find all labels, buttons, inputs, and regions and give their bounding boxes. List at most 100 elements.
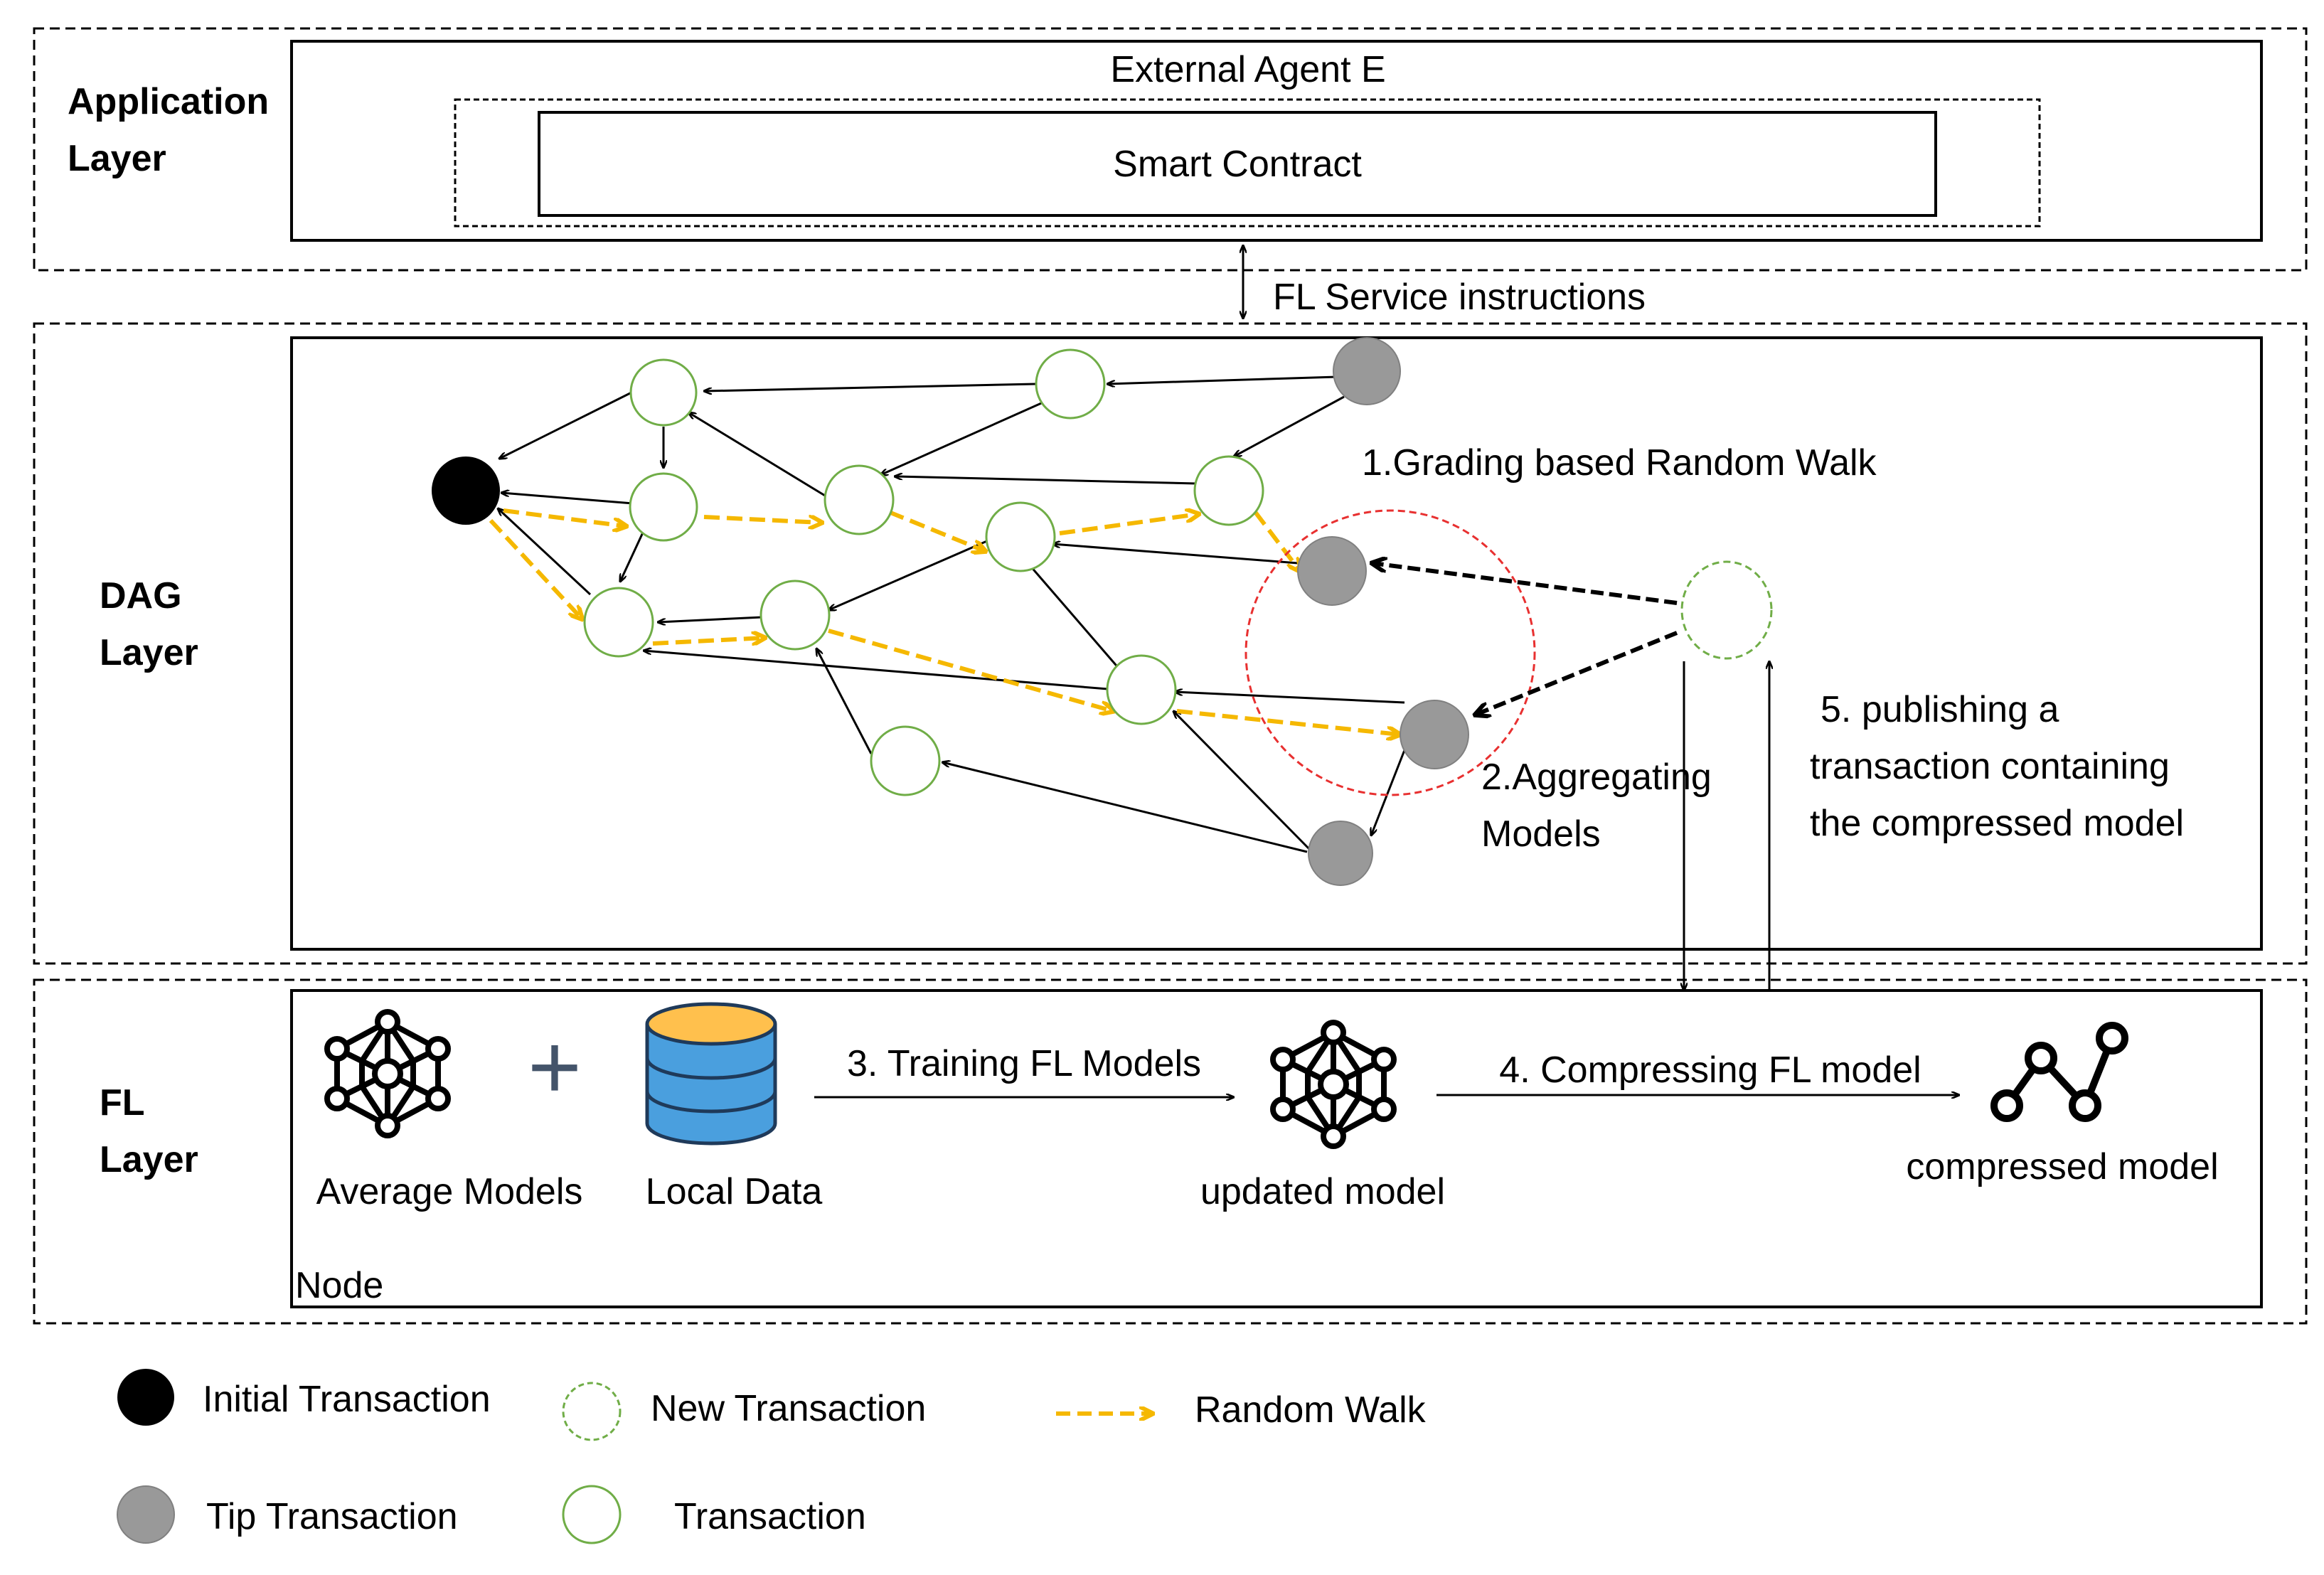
step3-label: 3. Training FL Models (847, 1043, 1201, 1084)
random-walk-arrow (489, 518, 582, 619)
transaction-node (583, 587, 654, 658)
fl-node-box (290, 989, 2263, 1308)
application-layer-label-line1: Application (68, 81, 269, 122)
smart-contract-label: Smart Contract (1113, 144, 1362, 185)
transaction-node (823, 464, 895, 535)
updated-model-label: updated model (1200, 1171, 1445, 1212)
database-icon (645, 1002, 777, 1146)
dag-edge (501, 493, 634, 505)
fl-service-label: FL Service instructions (1273, 277, 1646, 318)
fl-layer-label-line2: Layer (100, 1139, 198, 1180)
dag-edge (1371, 749, 1406, 835)
tip-transaction-node (1400, 700, 1469, 769)
legend-new-icon (562, 1382, 622, 1441)
plus-sign: + (528, 1015, 582, 1118)
dag-edge (895, 476, 1197, 485)
tip-transaction-node (1297, 536, 1367, 606)
random-walk-path (489, 508, 1400, 735)
legend-tip-icon (117, 1485, 175, 1544)
transaction-node (629, 358, 698, 427)
grading-zone-circle (1244, 509, 1536, 796)
transaction-node (985, 501, 1056, 572)
dag-layer: DAG Layer (33, 322, 2308, 965)
local-data-label: Local Data (646, 1171, 823, 1212)
new-transaction-node (1680, 560, 1773, 660)
legend-transaction-label: Transaction (674, 1496, 866, 1537)
dag-edge (704, 383, 1036, 391)
fl-layer-label-line1: FL (100, 1082, 145, 1123)
transaction-node (870, 725, 941, 796)
dag-box (290, 336, 2263, 951)
compressed-model-label: compressed model (1906, 1146, 2218, 1187)
random-walk-arrow (1253, 511, 1300, 571)
random-walk-arrow (1176, 709, 1400, 735)
transaction-node (629, 472, 698, 542)
random-walk-arrow (888, 510, 985, 551)
dag-layer-border (33, 322, 2308, 965)
dag-edge (828, 539, 989, 610)
step5-label-line2: transaction containing (1810, 746, 2170, 787)
random-walk-arrow (503, 508, 626, 526)
smart-contract-outer-dashed (454, 98, 2041, 228)
tip-transaction-node (1308, 821, 1373, 886)
external-agent-box (290, 40, 2263, 242)
tip-selection-arrow (1372, 563, 1678, 605)
dag-edge (816, 648, 873, 754)
random-walk-arrow (703, 515, 821, 523)
tip-transaction-node (1333, 337, 1401, 405)
legend: Initial Transaction New Transaction Rand… (117, 1369, 1427, 1544)
initial-transaction-node (432, 457, 500, 525)
dag-edges (498, 375, 1406, 853)
dag-edge (498, 508, 592, 596)
dag-edge (1175, 692, 1405, 704)
legend-initial-label: Initial Transaction (203, 1379, 491, 1420)
dag-edge (1025, 560, 1121, 671)
step5-label-line3: the compressed model (1810, 803, 2184, 844)
fl-layer: FL Layer Average Models + Lo (33, 978, 2308, 1325)
application-layer: Application Layer External Agent E Smart… (33, 27, 2308, 272)
application-layer-label-line2: Layer (68, 138, 166, 179)
dag-edge (658, 616, 763, 622)
legend-tip-label: Tip Transaction (206, 1496, 458, 1537)
random-walk-arrow (1059, 514, 1198, 535)
step2-label-line1: 2.Aggregating (1481, 757, 1712, 798)
step1-label: 1.Grading based Random Walk (1362, 442, 1877, 484)
dag-edge (1234, 395, 1345, 457)
dag-edge (942, 762, 1308, 853)
random-walk-arrow (828, 629, 1113, 711)
dag-edge (1107, 375, 1338, 384)
tip-nodes (1297, 337, 1469, 886)
dag-edge (1173, 711, 1311, 851)
transaction-node (1035, 348, 1106, 420)
random-walk-arrow (652, 638, 764, 646)
legend-initial-icon (117, 1369, 174, 1426)
dag-edge (499, 391, 632, 459)
dag-edge (1052, 544, 1308, 565)
fl-layer-border (33, 978, 2308, 1325)
node-label: Node (295, 1265, 383, 1306)
legend-random-walk-label: Random Walk (1195, 1389, 1427, 1431)
external-agent-label: External Agent E (1110, 49, 1385, 90)
transaction-nodes (583, 348, 1264, 796)
smart-contract-box (538, 111, 1937, 217)
average-models-label: Average Models (316, 1171, 583, 1212)
dag-edge (644, 651, 1117, 691)
neural-network-icon (1270, 1020, 1397, 1149)
transaction-node (759, 580, 831, 651)
dag-layer-label-line2: Layer (100, 632, 198, 673)
tip-selection-arrow (1476, 631, 1678, 715)
step5-label-line1: 5. publishing a (1821, 689, 2059, 730)
application-layer-border (33, 27, 2308, 272)
step2-label-line2: Models (1481, 813, 1601, 855)
legend-transaction-icon (562, 1485, 622, 1544)
transaction-node (1193, 455, 1264, 526)
legend-new-label: New Transaction (651, 1388, 926, 1429)
dag-edge (688, 412, 829, 499)
graph-line-icon (1990, 1022, 2128, 1122)
dag-layer-label-line1: DAG (100, 575, 182, 616)
step4-label: 4. Compressing FL model (1499, 1050, 1921, 1091)
transaction-node (1106, 654, 1177, 725)
dag-edge (880, 397, 1053, 475)
neural-network-icon (324, 1009, 451, 1138)
